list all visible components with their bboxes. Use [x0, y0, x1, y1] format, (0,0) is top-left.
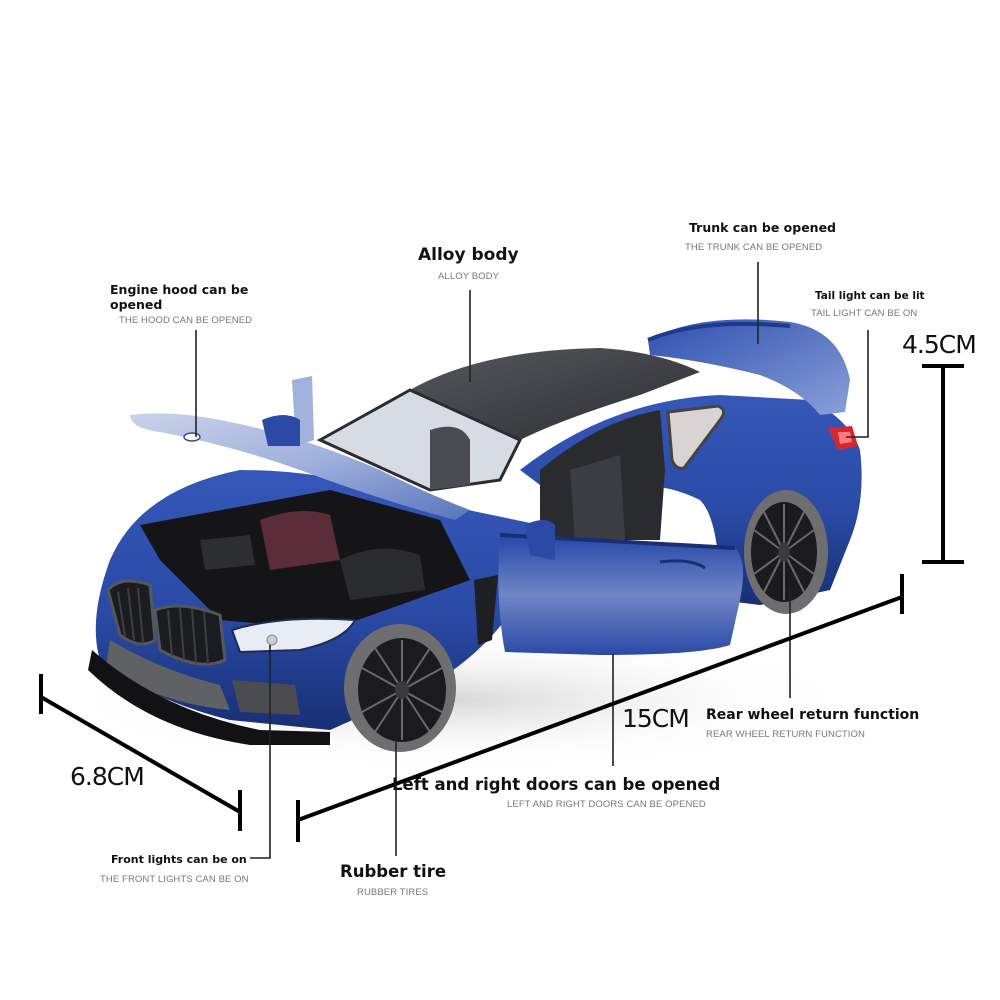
callout-subtitle: ALLOY BODY [438, 271, 500, 282]
callout-title: Alloy body [418, 245, 519, 265]
dimension-lines [39, 364, 964, 842]
callout-rear-wheel: Rear wheel return function REAR WHEEL RE… [706, 707, 919, 740]
callout-title: Rear wheel return function [706, 707, 920, 723]
callout-title: Trunk can be opened [689, 220, 836, 235]
callout-title: Front lights can be on [111, 853, 247, 866]
callout-subtitle: THE TRUNK CAN BE OPENED [685, 242, 823, 253]
callout-title: Tail light can be lit [815, 290, 925, 302]
callout-subtitle: TAIL LIGHT CAN BE ON [811, 308, 918, 319]
callout-title: Left and right doors can be opened [392, 775, 721, 794]
callout-title: Engine hood can be [110, 282, 249, 297]
callout-engine-hood: Engine hood can be opened THE HOOD CAN B… [110, 282, 252, 326]
width-dimension-label: 6.8CM [70, 762, 145, 791]
callout-front-lights: Front lights can be on THE FRONT LIGHTS … [100, 853, 249, 885]
callout-subtitle: REAR WHEEL RETURN FUNCTION [706, 729, 866, 740]
callout-subtitle: THE HOOD CAN BE OPENED [119, 315, 253, 326]
callout-alloy-body: Alloy body ALLOY BODY [418, 245, 519, 282]
callout-subtitle: THE FRONT LIGHTS CAN BE ON [100, 874, 249, 885]
callout-subtitle: LEFT AND RIGHT DOORS CAN BE OPENED [507, 799, 706, 810]
callout-doors: Left and right doors can be opened LEFT … [392, 775, 720, 810]
callout-subtitle: RUBBER TIRES [357, 887, 429, 898]
callout-tail-light: Tail light can be lit TAIL LIGHT CAN BE … [811, 290, 925, 319]
height-dimension-label: 4.5CM [902, 330, 977, 359]
leader-lines [195, 262, 869, 859]
length-dimension-label: 15CM [622, 704, 690, 733]
callout-rubber-tire: Rubber tire RUBBER TIRES [340, 862, 446, 898]
callout-trunk: Trunk can be opened THE TRUNK CAN BE OPE… [685, 220, 836, 253]
callout-title-line2: opened [110, 297, 163, 312]
callout-title: Rubber tire [340, 862, 447, 881]
